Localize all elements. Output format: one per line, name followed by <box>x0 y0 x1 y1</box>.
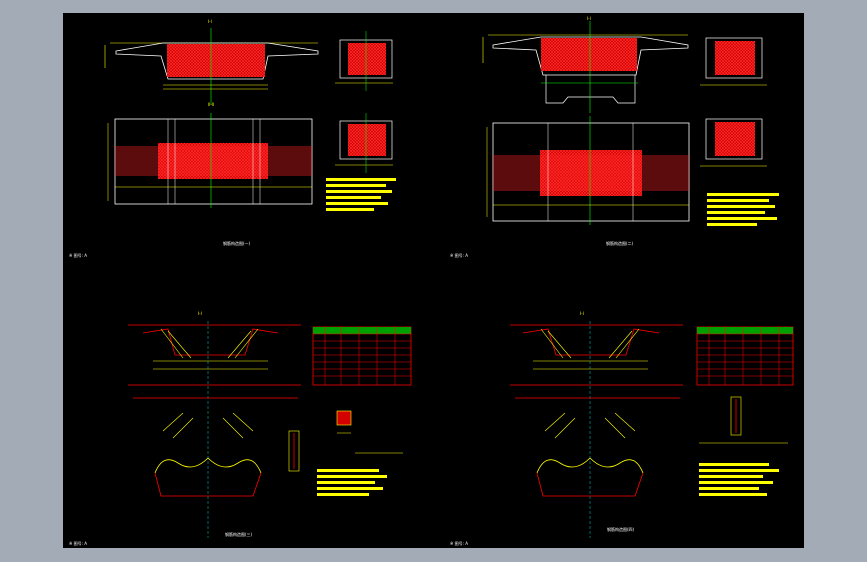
section-box-bottom-right: I-I <box>510 311 683 538</box>
sheet-title: 钢筋构造图(四) <box>607 526 635 532</box>
plan-view-top-left <box>107 113 313 208</box>
detail-sections-top-left <box>326 31 396 211</box>
anchor-detail-bottom-left <box>317 410 403 496</box>
cad-drawing-viewport[interactable]: I-I II-II <box>63 13 804 548</box>
svg-text:I-I: I-I <box>208 19 212 24</box>
section-girder-top-left: I-I II-II <box>104 19 319 107</box>
sheet-footer: ※ 图号: A <box>69 252 87 258</box>
notes-block-top-right <box>707 193 779 226</box>
rebar-table-bottom-left <box>312 326 412 386</box>
sheet-title: 钢筋构造图(三) <box>225 531 253 537</box>
svg-text:I-I: I-I <box>198 311 202 316</box>
sheet-top-left: I-I II-II <box>69 19 396 258</box>
notes-block-top-left <box>326 178 396 211</box>
svg-text:II-II: II-II <box>208 102 214 107</box>
drawing-canvas: I-I II-II <box>69 16 794 546</box>
rebar-table-bottom-right <box>696 326 794 386</box>
anchor-detail-bottom-right <box>699 396 788 496</box>
rebar-detail-bottom-right <box>515 397 680 497</box>
rebar-detail-bottom-left <box>133 397 300 497</box>
sheet-title: 钢筋构造图(二) <box>606 240 634 246</box>
svg-text:I-I: I-I <box>587 16 591 21</box>
detail-sections-top-right <box>700 37 779 226</box>
sheet-bottom-left: I-I <box>69 311 412 546</box>
sheet-footer: ※ 图号: A <box>69 540 87 546</box>
sheet-top-right: I-I 钢 <box>450 16 779 258</box>
svg-text:I-I: I-I <box>580 311 584 316</box>
sheet-footer: ※ 图号: A <box>450 540 468 546</box>
section-girder-top-right: I-I <box>482 16 689 113</box>
sheet-title: 钢筋构造图(一) <box>223 240 251 246</box>
plan-view-top-right <box>486 116 690 225</box>
section-box-bottom-left: I-I <box>128 311 301 538</box>
sheet-bottom-right: I-I <box>450 311 794 546</box>
sheet-footer: ※ 图号: A <box>450 252 468 258</box>
